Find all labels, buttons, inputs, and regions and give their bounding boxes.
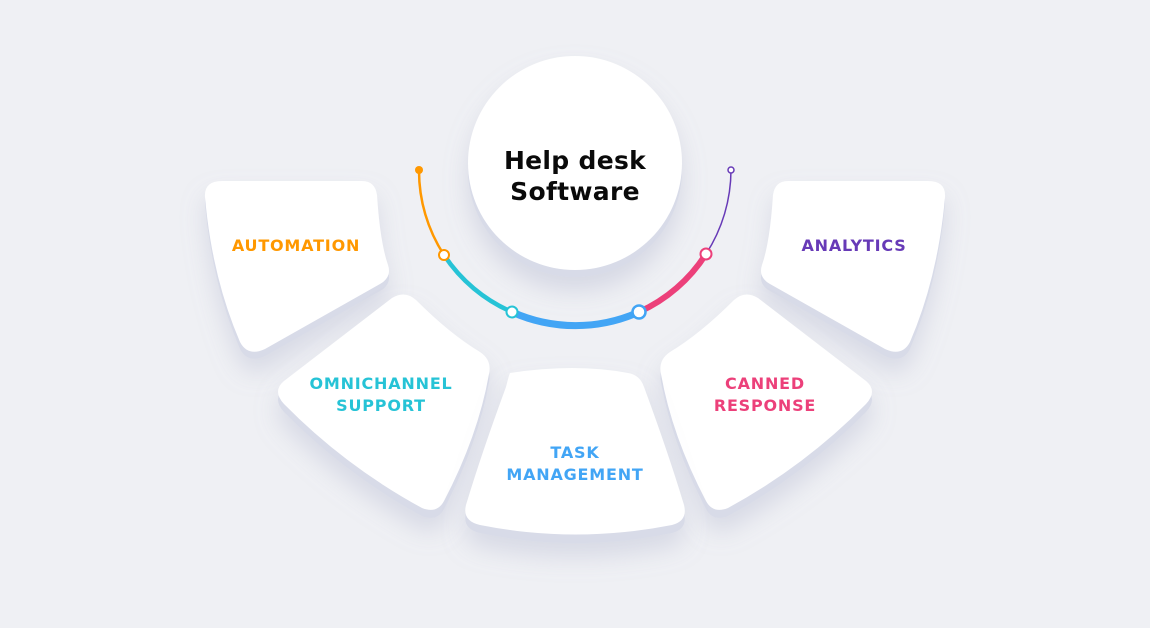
arc-node-task — [631, 304, 647, 320]
task-management-card[interactable] — [465, 368, 685, 543]
arc-segment-omnichannel — [441, 252, 515, 315]
arc-segment-task — [508, 308, 643, 330]
omnichannel-label-line1: OMNICHANNEL — [309, 374, 453, 393]
automation-label: AUTOMATION — [232, 235, 360, 257]
arc-node-canned — [699, 247, 713, 261]
task-label-line1: TASK — [550, 443, 600, 462]
arc-segment-analytics — [705, 169, 732, 255]
arc-nodes — [415, 166, 735, 320]
analytics-label-text: ANALYTICS — [801, 236, 907, 255]
task-management-label: TASK MANAGEMENT — [506, 442, 643, 486]
automation-card[interactable] — [204, 181, 389, 359]
arc-start-dot — [415, 166, 423, 174]
hub-title-line1: Help desk — [503, 146, 647, 175]
automation-label-text: AUTOMATION — [231, 236, 361, 255]
canned-response-label: CANNED RESPONSE — [714, 373, 816, 417]
task-label-line2: MANAGEMENT — [506, 465, 644, 484]
arc-node-automation — [438, 249, 450, 261]
omnichannel-label-line2: SUPPORT — [336, 396, 426, 415]
canned-response-card[interactable] — [660, 294, 872, 518]
omnichannel-label: OMNICHANNEL SUPPORT — [309, 373, 452, 417]
hub-title-line2: Software — [510, 177, 640, 206]
canned-label-line2: RESPONSE — [713, 396, 817, 415]
arc-end-dot — [727, 166, 735, 174]
hub-title: Help desk Software — [504, 145, 646, 207]
analytics-card[interactable] — [761, 181, 946, 359]
arc-segment-canned — [636, 251, 709, 315]
arc-node-omnichannel — [505, 305, 519, 319]
analytics-label: ANALYTICS — [801, 235, 906, 257]
hub-circle — [468, 56, 682, 277]
progress-arc — [417, 168, 732, 330]
omnichannel-card[interactable] — [278, 294, 490, 518]
canned-label-line1: CANNED — [725, 374, 805, 393]
arc-segment-automation — [417, 168, 446, 257]
